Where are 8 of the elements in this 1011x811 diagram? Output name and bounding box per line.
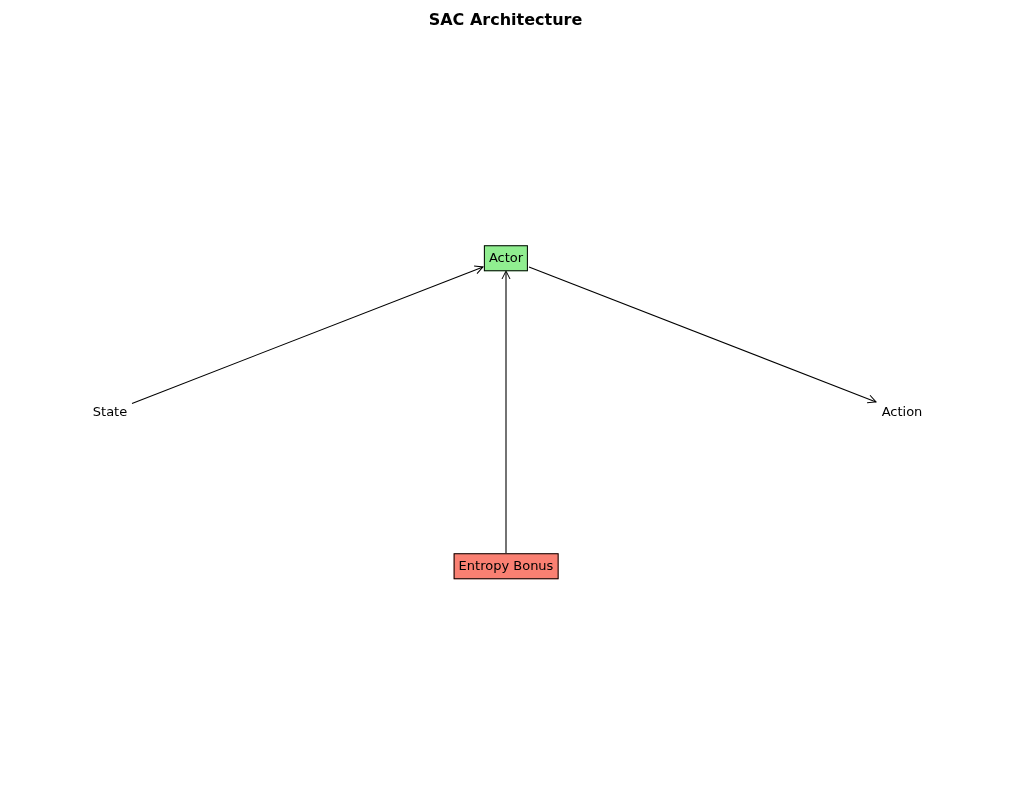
arrow — [131, 265, 484, 404]
arrow — [528, 266, 877, 404]
diagram-title: SAC Architecture — [428, 9, 583, 31]
node-label: Action — [877, 400, 927, 424]
process-box: Entropy Bonus — [453, 553, 559, 579]
arrow — [501, 270, 511, 554]
node-label: State — [88, 400, 132, 424]
process-box: Actor — [483, 245, 529, 271]
